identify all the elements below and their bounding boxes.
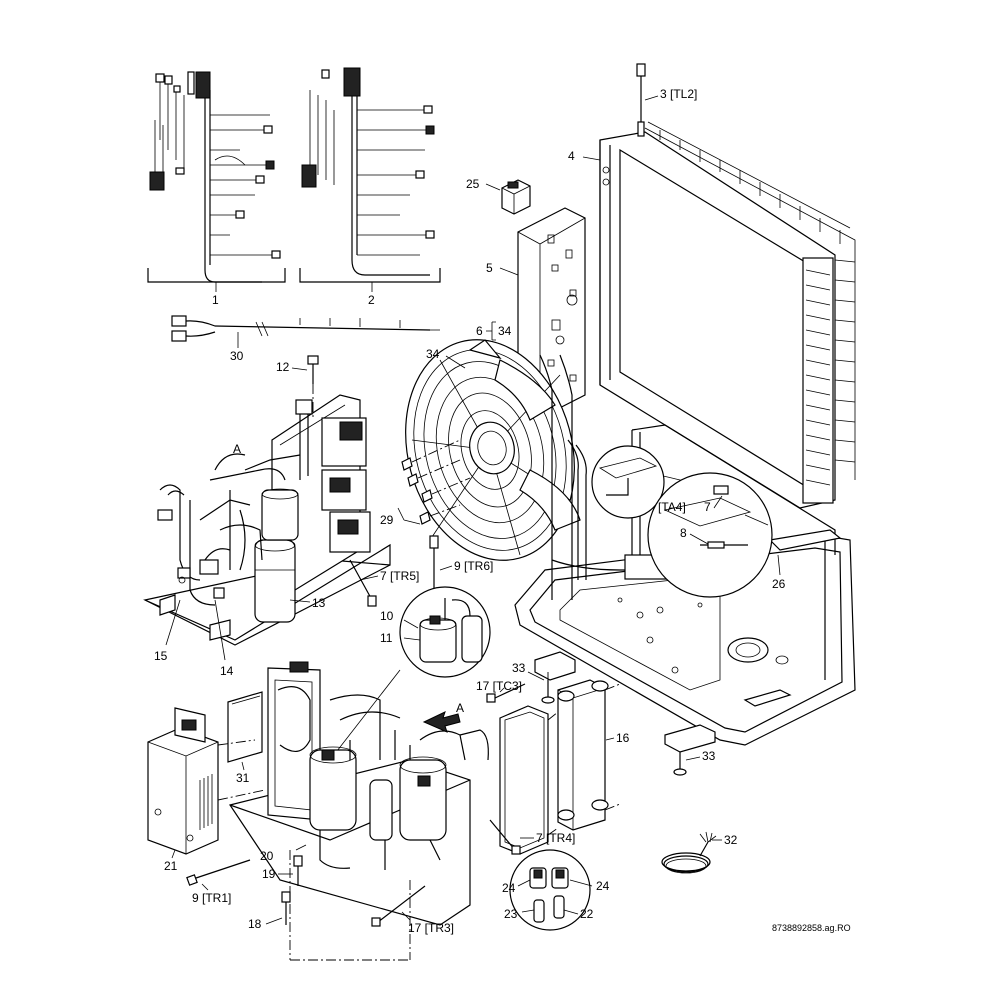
callout-30: 30 — [230, 349, 244, 363]
wiring-harness-1: 1 — [147, 71, 286, 307]
wiring-harness-2: 2 — [299, 67, 441, 307]
callout-5: 5 — [486, 261, 493, 275]
detail-ta4: [TA4] 7 8 — [591, 445, 773, 598]
callout-2: 2 — [368, 293, 375, 307]
callout-25: 25 — [466, 177, 480, 191]
lower-refrigerant-assembly: A 20 19 18 — [229, 661, 489, 961]
reference-code: 8738892858.ag.RO — [772, 923, 851, 933]
callout-6b: 34 — [498, 324, 512, 338]
sensor-tr3: 17 [TR3] — [371, 885, 454, 935]
callout-9b: 9 [TR1] — [192, 891, 231, 905]
callout-4: 4 — [568, 149, 575, 163]
callout-7b: 7 — [704, 500, 711, 514]
relay-25: 25 — [466, 177, 531, 215]
sensor-tl2: 3 [TL2] — [636, 63, 697, 137]
callout-26: 26 — [772, 577, 786, 591]
callout-8: 8 — [680, 526, 687, 540]
cover-31: 31 — [227, 691, 263, 785]
base-tray: 33 33 26 — [512, 354, 856, 776]
callout-12: 12 — [276, 360, 290, 374]
callout-21: 21 — [164, 859, 178, 873]
callout-24b: 24 — [596, 879, 610, 893]
callout-32: 32 — [724, 833, 738, 847]
callout-17b: 17 [TR3] — [408, 921, 454, 935]
callout-10: 10 — [380, 609, 394, 623]
callout-13: 13 — [312, 596, 326, 610]
callout-a2: A — [456, 701, 464, 715]
plate-heat-exchanger-16: 16 17 [TC3] 7 [TR4] — [476, 679, 630, 855]
callout-a1: A — [233, 442, 241, 456]
sensor-tr1: 9 [TR1] — [186, 859, 251, 905]
callout-1: 1 — [212, 293, 219, 307]
callout-7a: 7 [TR5] — [380, 569, 419, 583]
callout-31: 31 — [236, 771, 250, 785]
callout-23: 23 — [504, 907, 518, 921]
callout-15: 15 — [154, 649, 168, 663]
callout-34: 34 — [426, 347, 440, 361]
callout-33b: 33 — [702, 749, 716, 763]
callout-14: 14 — [220, 664, 234, 678]
callout-11: 11 — [380, 631, 393, 645]
screws-29: 29 — [380, 439, 471, 527]
cable-30: 30 — [171, 315, 440, 363]
heat-exchanger-coil-4: 4 — [568, 121, 856, 509]
callout-7c: 7 [TR4] — [536, 831, 575, 845]
detail-compressor-top: 9 [TR6] 10 11 — [329, 535, 493, 761]
callout-9a: 9 [TR6] — [454, 559, 493, 573]
callout-29: 29 — [380, 513, 394, 527]
callout-18: 18 — [248, 917, 262, 931]
callout-19: 19 — [262, 867, 276, 881]
callout-3: 3 [TL2] — [660, 87, 697, 101]
callout-ta4: [TA4] — [658, 500, 686, 514]
callout-24a: 24 — [502, 881, 516, 895]
callout-33a: 33 — [512, 661, 526, 675]
callout-6-group: 6 34 — [476, 321, 512, 341]
callout-22: 22 — [580, 907, 594, 921]
fan-34: 34 — [405, 339, 581, 561]
callout-20: 20 — [260, 849, 274, 863]
cable-coil-32: 32 — [661, 831, 738, 874]
upper-refrigerant-assembly: 12 A 7 [TR5] 13 14 15 — [143, 355, 419, 678]
callout-17a: 17 [TC3] — [476, 679, 522, 693]
callout-16: 16 — [616, 731, 630, 745]
electrical-box-21: 21 — [147, 707, 266, 873]
callout-6: 6 — [476, 324, 483, 338]
detail-valves: 24 24 23 22 — [502, 849, 610, 931]
